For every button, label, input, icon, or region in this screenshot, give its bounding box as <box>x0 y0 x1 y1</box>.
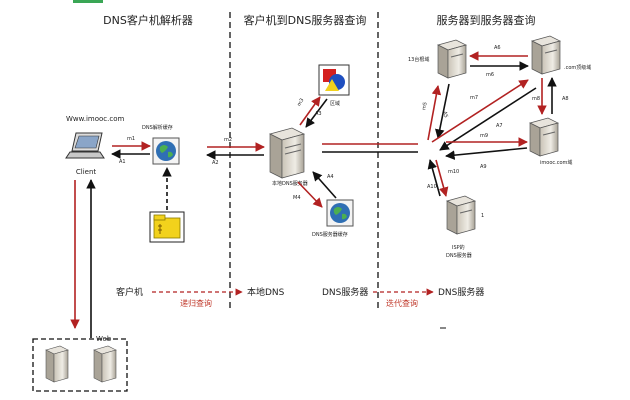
client-laptop-icon <box>65 132 105 159</box>
label-m5: m5 <box>421 102 428 111</box>
label-a5: A5 <box>441 111 449 119</box>
label-a1: A1 <box>119 159 126 165</box>
label-m6: m6 <box>486 72 494 78</box>
label-m4: M4 <box>293 195 301 201</box>
label-m1: m1 <box>127 136 135 142</box>
legend-recursive-label: 递归查询 <box>180 298 212 308</box>
label-m2: m2 <box>224 137 232 143</box>
arrow-a3 <box>305 98 328 128</box>
resolver-cache-label: DNS解析缓存 <box>142 124 173 131</box>
legend-client: 客户机 <box>116 286 143 298</box>
arrow-a4 <box>312 171 337 199</box>
zone-icon <box>318 64 350 96</box>
root-server-label: 13台根域 <box>408 56 429 63</box>
imooc-server-icon <box>529 117 559 157</box>
label-a4: A4 <box>327 174 334 180</box>
web-server-icon-2 <box>93 345 117 383</box>
label-a9: A9 <box>480 164 487 170</box>
arrow-a7 <box>439 87 537 151</box>
legend-dns-server-b: DNS服务器 <box>438 286 484 298</box>
label-m3: m3 <box>296 97 305 107</box>
dns-server-cache-icon <box>326 199 354 227</box>
label-a10: A10 <box>427 184 437 190</box>
section-title-client-to-server: 客户机到DNS服务器查询 <box>244 13 367 27</box>
legend-local-dns: 本地DNS <box>247 286 285 298</box>
label-a2: A2 <box>212 160 219 166</box>
arrow-m7 <box>431 79 529 143</box>
web-server-group-frame <box>32 338 128 392</box>
dns-resolver-cache-icon <box>152 137 180 165</box>
label-a8: A8 <box>562 96 569 102</box>
client-label: Client <box>76 168 97 176</box>
server-cache-label: DNS服务器缓存 <box>312 231 348 238</box>
label-a7: A7 <box>496 123 503 129</box>
top-green-mark <box>73 0 103 3</box>
arrow-a5 <box>435 83 450 139</box>
hosts-folder-icon <box>149 211 185 243</box>
root-server-icon <box>437 39 467 79</box>
arrow-m10 <box>435 159 449 197</box>
zone-label: 区域 <box>330 100 340 107</box>
label-m8: m8 <box>532 96 540 102</box>
label-m10: m10 <box>448 169 459 175</box>
com-server-icon <box>531 35 561 75</box>
section-title-resolver: DNS客户机解析器 <box>103 13 193 27</box>
isp-server-icon <box>446 195 476 235</box>
imooc-server-label: imooc.com域 <box>540 159 572 166</box>
web-label: Web <box>96 335 112 343</box>
isp-server-num: 1 <box>481 213 484 219</box>
legend-dns-server-a: DNS服务器 <box>322 286 368 298</box>
web-server-icon-1 <box>45 345 69 383</box>
label-m7: m7 <box>470 95 478 101</box>
legend-iterative-label: 迭代查询 <box>386 298 418 308</box>
com-server-label: .com顶级域 <box>564 64 591 71</box>
label-a3: A3 <box>315 111 322 117</box>
arrow-m3 <box>299 96 321 126</box>
label-m9: m9 <box>480 133 488 139</box>
isp-server-label-1: ISP的 <box>452 244 465 251</box>
arrow-m4 <box>297 181 323 208</box>
local-dns-label: 本地DNS服务器 <box>272 180 308 187</box>
label-a6: A6 <box>494 45 501 51</box>
arrow-a10 <box>427 159 441 197</box>
local-dns-server-icon <box>269 127 305 179</box>
arrow-m5 <box>427 85 442 141</box>
client-url-label: Www.imooc.com <box>66 115 124 123</box>
arrow-a9 <box>445 147 528 160</box>
isp-server-label-2: DNS服务器 <box>446 252 472 259</box>
section-title-server-to-server: 服务器到服务器查询 <box>437 13 536 27</box>
